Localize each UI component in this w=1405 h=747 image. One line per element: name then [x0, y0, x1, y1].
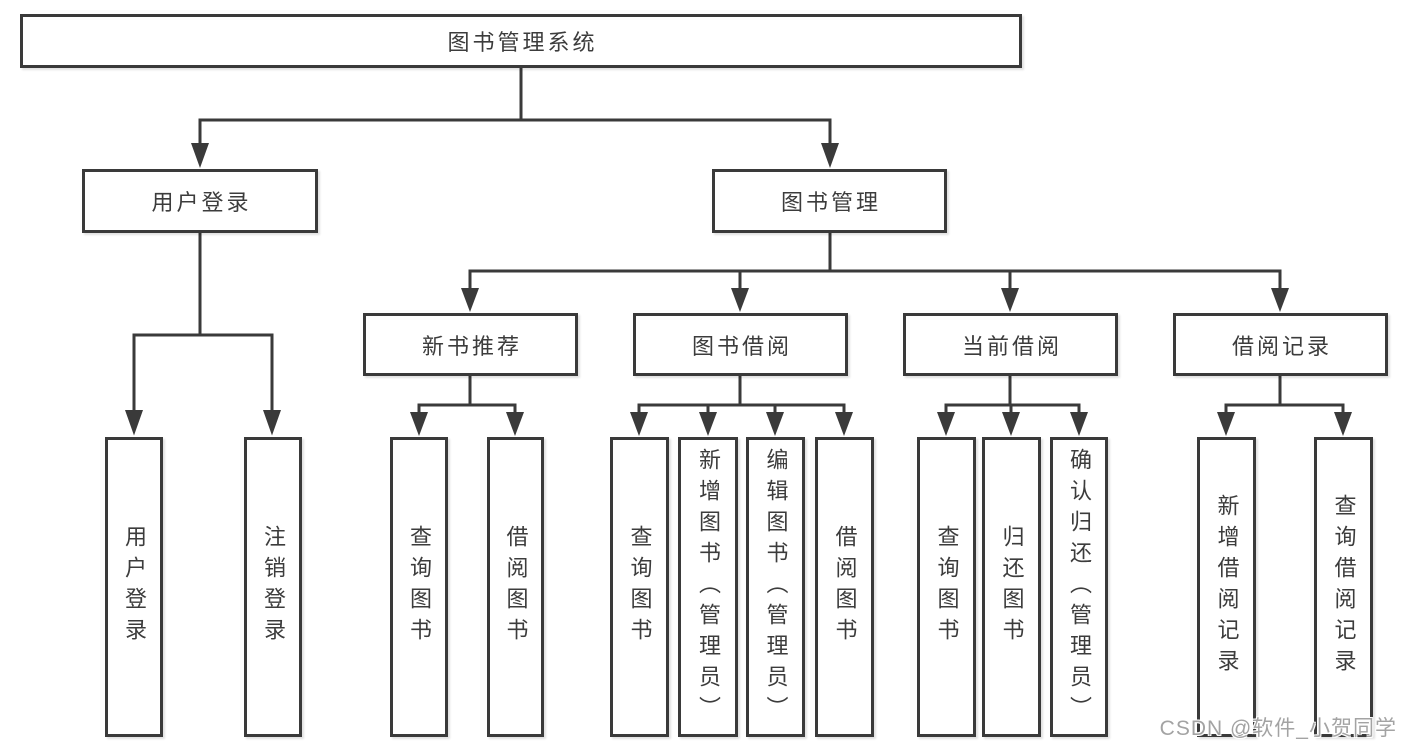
node-label: 图书管理系统	[447, 30, 598, 55]
node-book-management-branch: 图书管理	[712, 169, 947, 233]
node-new-book-recommend: 新书推荐	[363, 313, 578, 376]
node-book-borrowing: 图书借阅	[633, 313, 848, 376]
node-cb-confirm-return-admin: 确认归还（管理员）	[1050, 437, 1108, 737]
node-root-system: 图书管理系统	[20, 14, 1022, 68]
node-label: 查询图书	[407, 525, 432, 649]
node-label: 查询图书	[934, 525, 960, 649]
node-nb-borrow-books: 借阅图书	[487, 437, 544, 737]
node-label: 查询图书	[627, 525, 653, 649]
node-label: 图书借阅	[691, 333, 792, 359]
node-label: 确认归还（管理员）	[1067, 447, 1092, 727]
node-label: 查询借阅记录	[1331, 494, 1357, 680]
arrowhead-icon	[461, 288, 1289, 312]
node-bb-edit-book-admin: 编辑图书（管理员）	[746, 437, 805, 737]
connector-line	[198, 67, 832, 144]
connector-new-book-recommend	[410, 376, 524, 436]
connector-line	[944, 376, 1081, 413]
arrowhead-icon	[191, 143, 839, 168]
node-br-query-borrow-record: 查询借阅记录	[1314, 437, 1373, 737]
node-label: 编辑图书（管理员）	[763, 447, 789, 727]
connector-line	[637, 376, 846, 413]
node-br-add-borrow-record: 新增借阅记录	[1197, 437, 1256, 737]
node-label: 新增图书（管理员）	[696, 447, 721, 727]
connector-borrowing-records	[1217, 376, 1352, 436]
node-nb-query-books: 查询图书	[390, 437, 448, 737]
node-borrowing-records: 借阅记录	[1173, 313, 1388, 376]
arrowhead-icon	[1217, 412, 1352, 436]
node-label: 用户登录	[122, 525, 147, 649]
node-bb-query-books: 查询图书	[610, 437, 669, 737]
node-label: 借阅图书	[832, 525, 858, 649]
node-label: 当前借阅	[961, 333, 1062, 359]
arrowhead-icon	[630, 412, 853, 436]
node-logout-leaf: 注销登录	[244, 437, 302, 737]
node-label: 新增借阅记录	[1214, 494, 1240, 680]
arrowhead-icon	[410, 412, 524, 436]
connector-book-borrowing	[630, 376, 853, 436]
connector-line	[417, 376, 517, 413]
node-user-login-branch: 用户登录	[82, 169, 318, 233]
arrowhead-icon	[125, 410, 281, 436]
node-bb-borrow-books: 借阅图书	[815, 437, 874, 737]
node-label: 图书管理	[780, 190, 881, 215]
node-label: 借阅记录	[1231, 333, 1332, 359]
node-user-login-leaf: 用户登录	[105, 437, 163, 737]
node-label: 归还图书	[999, 525, 1025, 649]
node-bb-add-book-admin: 新增图书（管理员）	[678, 437, 738, 737]
node-cb-query-books: 查询图书	[917, 437, 976, 737]
connector-book-management	[461, 233, 1289, 312]
connector-root	[191, 67, 839, 168]
node-label: 用户登录	[151, 190, 252, 215]
connector-user-login	[125, 233, 281, 436]
node-current-borrowing: 当前借阅	[903, 313, 1118, 376]
node-label: 借阅图书	[503, 525, 529, 649]
node-cb-return-books: 归还图书	[982, 437, 1041, 737]
node-label: 注销登录	[261, 525, 286, 649]
connector-current-borrowing	[937, 376, 1088, 436]
connector-line	[132, 233, 274, 411]
node-label: 新书推荐	[421, 333, 522, 359]
connector-line	[468, 233, 1282, 289]
connector-line	[1224, 376, 1345, 413]
csdn-watermark: CSDN @软件_小贺同学	[1159, 717, 1397, 740]
arrowhead-icon	[937, 412, 1088, 436]
